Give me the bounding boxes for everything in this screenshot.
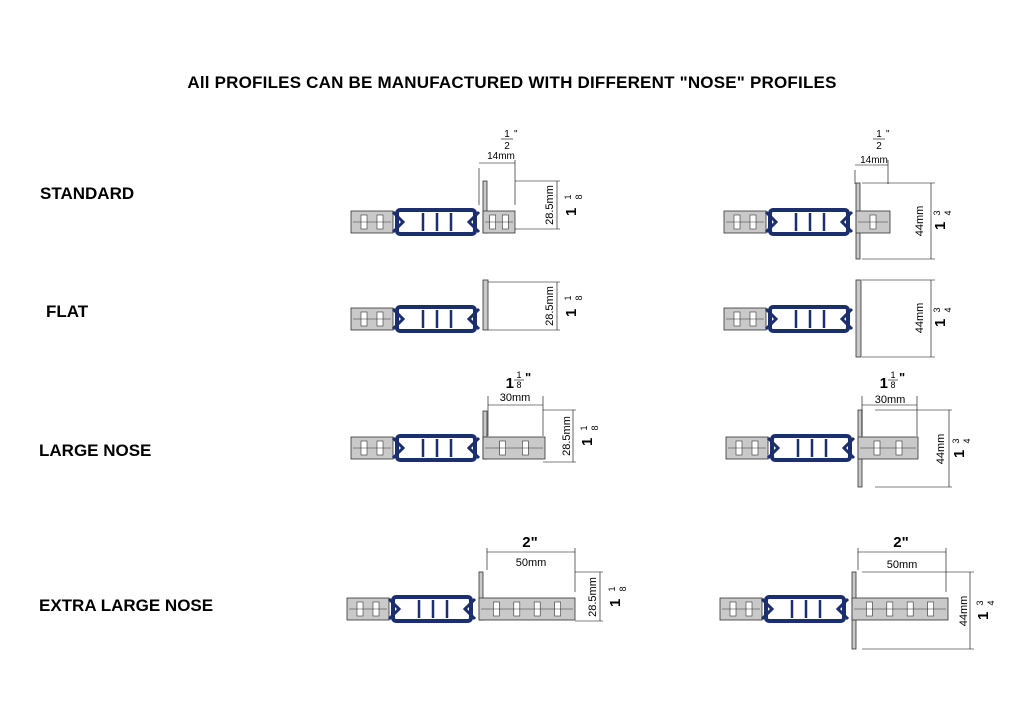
width-mm: 50mm [516, 557, 547, 569]
width-in-whole: 1 [506, 375, 514, 392]
height-in-num: 3 [975, 600, 985, 605]
height-mm: 44mm [914, 206, 926, 237]
height-mm: 44mm [958, 596, 970, 627]
inch-mark: " [886, 129, 890, 140]
dim-standard-right: 1 " 2 14mm 44mm 1 3 4 [854, 129, 953, 260]
height-mm: 28.5mm [587, 577, 599, 617]
height-mm: 44mm [914, 303, 926, 334]
width-mm: 14mm [860, 155, 888, 166]
profile-large-left [350, 410, 546, 462]
height-in-den: 4 [986, 600, 996, 605]
height-in-num: 1 [563, 194, 573, 199]
height-in-whole: 1 [932, 319, 949, 327]
insert-claw [466, 436, 481, 460]
height-in-den: 8 [574, 194, 584, 199]
height-in-whole: 1 [932, 222, 949, 230]
nose-leg [482, 279, 489, 331]
height-in-whole: 1 [579, 438, 596, 446]
dim-xl-left: 2" 50mm 28.5mm 1 1 8 [486, 534, 628, 622]
insert-claw [841, 436, 856, 460]
insert-claw [766, 436, 781, 460]
dim-xl-right: 2" 50mm 44mm 1 3 4 [857, 534, 996, 650]
dim-large-left: 1 1 8 " 30mm 28.5mm 1 1 8 [487, 370, 600, 463]
width-in: 2" [893, 534, 908, 551]
inch-mark: " [525, 370, 531, 385]
insert-claw [391, 436, 406, 460]
height-in-den: 4 [962, 438, 972, 443]
row-label-large-nose: LARGE NOSE [39, 441, 152, 460]
profile-standard-left [350, 180, 516, 236]
height-mm: 28.5mm [544, 185, 556, 225]
insert-claw [839, 307, 854, 331]
width-in-num: 1 [504, 129, 510, 140]
dim-flat-right: 44mm 1 3 4 [862, 279, 953, 358]
profile-standard-right [723, 182, 891, 260]
height-mm: 28.5mm [561, 416, 573, 456]
profile-flat-right [723, 279, 862, 358]
profile-flat-left [350, 279, 489, 333]
profile-xl-left [346, 571, 576, 623]
width-in-den: 2 [504, 141, 510, 152]
height-in-whole: 1 [563, 208, 580, 216]
insert-claw [764, 210, 779, 234]
height-in-den: 4 [943, 210, 953, 215]
width-in: 2" [522, 534, 537, 551]
height-in-whole: 1 [607, 599, 624, 607]
width-in-num: 1 [876, 129, 882, 140]
insert-claw [835, 597, 850, 621]
height-mm: 28.5mm [544, 286, 556, 326]
row-label-flat: FLAT [46, 302, 89, 321]
insert-claw [391, 307, 406, 331]
width-in-num: 1 [890, 370, 895, 380]
height-in-num: 3 [932, 307, 942, 312]
height-in-num: 3 [951, 438, 961, 443]
inch-mark: " [514, 129, 518, 140]
height-in-whole: 1 [975, 612, 992, 620]
row-label-extra-large-nose: EXTRA LARGE NOSE [39, 596, 214, 615]
width-mm: 14mm [487, 151, 515, 162]
profile-xl-right [719, 571, 949, 650]
height-mm: 44mm [935, 434, 947, 465]
height-in-num: 1 [563, 295, 573, 300]
nose-leg [855, 279, 862, 358]
dim-large-right: 1 1 8 " 30mm 44mm 1 3 4 [861, 370, 972, 488]
row-label-standard: STANDARD [40, 184, 135, 203]
height-in-num: 1 [579, 425, 589, 430]
dim-flat-left: 28.5mm 1 1 8 [488, 281, 584, 331]
height-in-den: 8 [618, 586, 628, 591]
height-in-whole: 1 [951, 450, 968, 458]
insert-claw [839, 210, 854, 234]
width-in-den: 8 [890, 380, 895, 390]
height-in-den: 4 [943, 307, 953, 312]
width-in-num: 1 [516, 370, 521, 380]
width-in-den: 2 [876, 141, 882, 152]
width-mm: 30mm [875, 394, 906, 406]
width-mm: 30mm [500, 392, 531, 404]
page-title: All PROFILES CAN BE MANUFACTURED WITH DI… [187, 73, 837, 92]
insert-claw [391, 210, 406, 234]
dim-standard-left: 1 " 2 14mm 28.5mm 1 1 8 [478, 129, 584, 230]
insert-claw [387, 597, 402, 621]
insert-claw [760, 597, 775, 621]
height-in-den: 8 [574, 295, 584, 300]
insert-claw [462, 597, 477, 621]
width-mm: 50mm [887, 559, 918, 571]
height-in-whole: 1 [563, 309, 580, 317]
width-in-whole: 1 [880, 375, 888, 392]
height-in-den: 8 [590, 425, 600, 430]
insert-claw [466, 307, 481, 331]
inch-mark: " [899, 370, 905, 385]
height-in-num: 1 [607, 586, 617, 591]
insert-claw [764, 307, 779, 331]
insert-claw [466, 210, 481, 234]
profile-large-right [725, 409, 919, 488]
width-in-den: 8 [516, 380, 521, 390]
height-in-num: 3 [932, 210, 942, 215]
